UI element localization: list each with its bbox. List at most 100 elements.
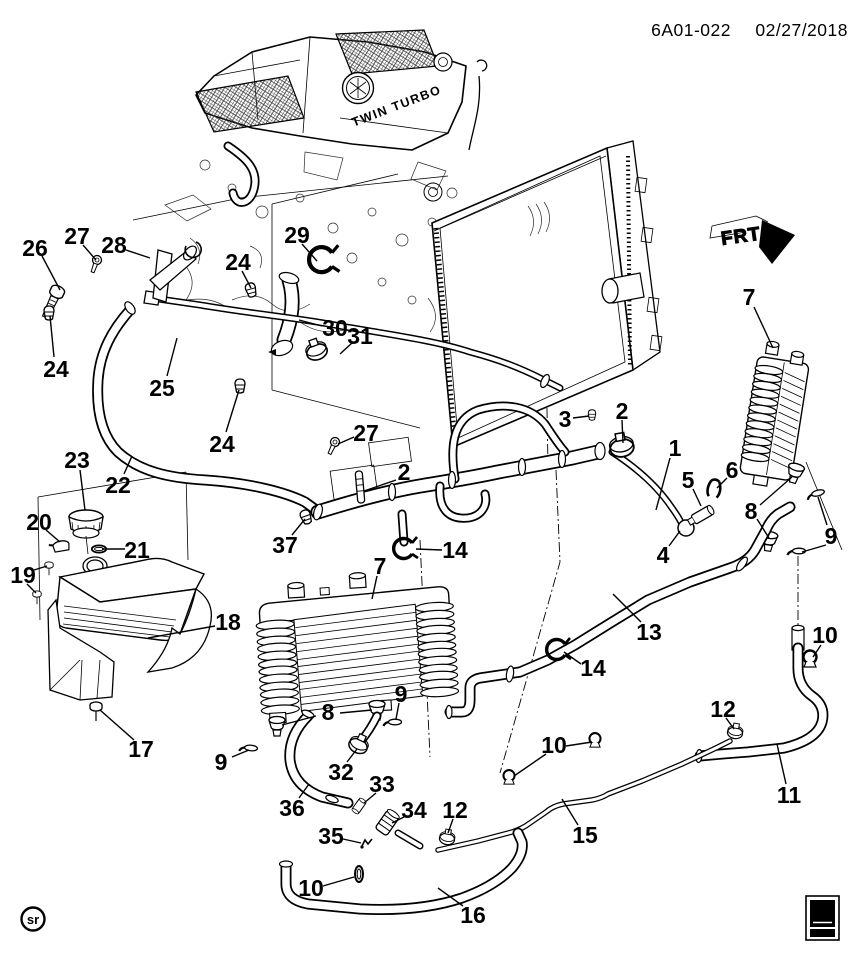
leader-line: [363, 479, 397, 492]
hose-30-group: [268, 245, 340, 364]
hose-open-end: [594, 441, 606, 461]
gm-logo: GM GOA: [805, 895, 840, 941]
coolant-reservoir-group: [32, 509, 213, 722]
callout-10: 10: [812, 622, 838, 648]
callout-14: 14: [580, 655, 606, 681]
radiator-brackets: [634, 176, 663, 352]
clamp-12b: [725, 721, 745, 741]
callout-10: 10: [298, 875, 324, 901]
center-hose-assembly: [298, 401, 724, 561]
callout-24: 24: [209, 431, 235, 457]
callout-31: 31: [347, 323, 373, 349]
leader-line: [79, 469, 86, 511]
leader-line: [395, 702, 400, 720]
callout-24: 24: [225, 249, 251, 275]
clip-35: [359, 838, 373, 850]
callout-17: 17: [128, 736, 154, 762]
callout-8: 8: [745, 498, 758, 524]
grommet-10d: [354, 865, 364, 883]
clip-24c: [234, 378, 246, 394]
leader-line: [45, 529, 61, 543]
callout-30: 30: [322, 315, 348, 341]
leader-line: [753, 306, 774, 349]
engine-assembly: TWIN TURBO: [164, 29, 488, 333]
gm-logo-subtext: GOA: [816, 932, 829, 938]
callout-12: 12: [442, 797, 468, 823]
leader-line: [716, 477, 728, 489]
clip-10c: [502, 769, 516, 786]
callout-12: 12: [710, 696, 736, 722]
callout-23: 23: [64, 447, 90, 473]
leader-line: [225, 389, 240, 433]
leader-line: [99, 709, 135, 741]
clip-24b: [43, 305, 55, 321]
clip-6: [705, 477, 724, 500]
callout-18: 18: [215, 609, 241, 635]
callout-13: 13: [636, 619, 662, 645]
leader-line: [621, 419, 624, 444]
washer-9d: [238, 743, 259, 754]
clip-10b: [588, 732, 602, 749]
leader-line: [391, 816, 405, 824]
radiator: [431, 140, 663, 449]
leader-line: [301, 243, 318, 262]
leader-line: [147, 625, 216, 639]
leader-line: [33, 565, 48, 571]
leader-line: [692, 488, 702, 507]
leader-line: [339, 342, 353, 355]
leader-line: [339, 709, 373, 714]
leader-line: [437, 887, 464, 907]
bracket-28: [149, 241, 202, 303]
frt-marker: FRT: [709, 215, 795, 264]
callout-8: 8: [322, 699, 335, 725]
washer-9c: [382, 718, 403, 728]
clip-10a: [802, 649, 818, 669]
leader-line: [125, 249, 151, 259]
callout-14: 14: [442, 537, 468, 563]
frt-arrow-icon: [759, 220, 795, 264]
callout-33: 33: [369, 771, 395, 797]
screw-27b: [324, 435, 342, 457]
clamp-2b: [606, 430, 637, 460]
leader-line: [298, 783, 310, 799]
leader-line: [346, 748, 358, 763]
callout-32: 32: [328, 759, 354, 785]
engine-badge: [341, 71, 375, 105]
callout-19: 19: [10, 562, 36, 588]
leader-line: [166, 337, 178, 377]
engine-grille-right: [335, 29, 439, 75]
direction-arrow: [268, 349, 276, 355]
leader-line: [322, 876, 355, 887]
author-mark: sr: [20, 906, 46, 932]
leader-line: [759, 476, 793, 506]
callout-3: 3: [559, 406, 572, 432]
callout-9: 9: [215, 749, 228, 775]
clip-3: [587, 409, 597, 421]
coupling-33: [350, 796, 368, 816]
leader-line: [812, 644, 822, 658]
callout-34: 34: [401, 797, 427, 823]
hose-13: [444, 501, 796, 720]
leader-line: [337, 436, 355, 445]
callout-28: 28: [101, 232, 127, 258]
hose-22: [92, 301, 322, 516]
leader-line: [572, 415, 590, 419]
hose-11-pipe-15: [435, 624, 829, 853]
radiator-outlet-port: [601, 272, 645, 304]
leader-line: [612, 593, 642, 623]
leader-line: [26, 583, 37, 594]
callout-27: 27: [353, 420, 379, 446]
callout-27: 27: [64, 223, 90, 249]
callout-20: 20: [26, 509, 52, 535]
clamp-14a: [391, 535, 420, 561]
leader-line: [363, 792, 377, 804]
leader-line: [123, 455, 133, 475]
callout-36: 36: [279, 795, 305, 821]
leader-line: [725, 717, 735, 730]
callout-35: 35: [318, 823, 344, 849]
frt-label: FRT: [720, 224, 762, 250]
callout-22: 22: [105, 472, 131, 498]
